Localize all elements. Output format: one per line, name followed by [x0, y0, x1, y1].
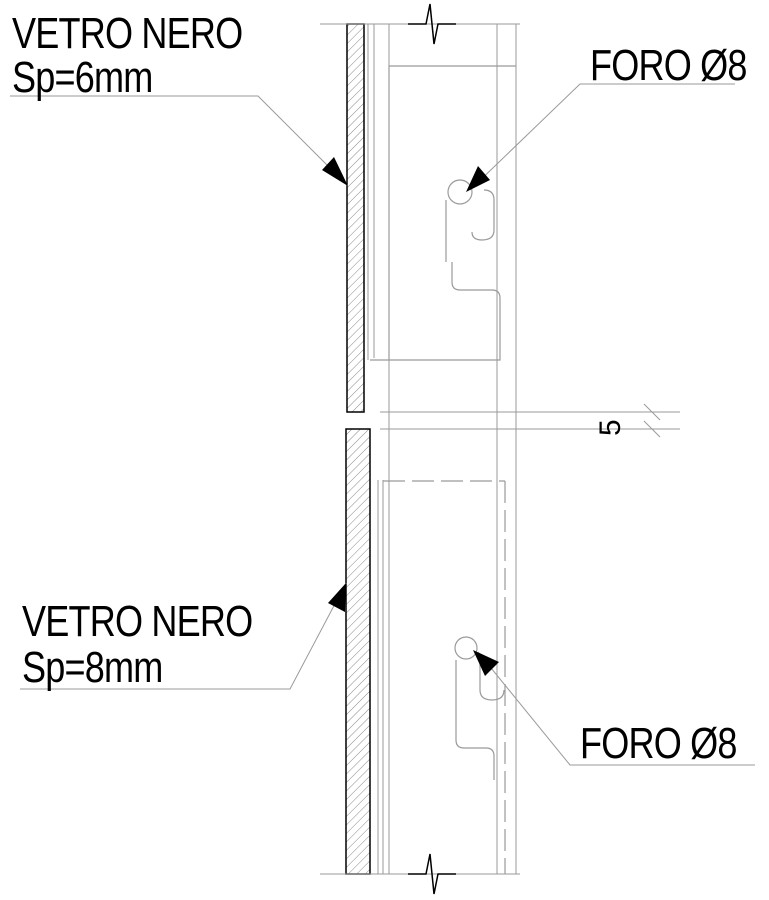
- leader-glass-bottom: [20, 582, 347, 690]
- glass-bottom-thickness-label: Sp=8mm: [22, 643, 163, 692]
- leader-hole-top: [466, 83, 735, 192]
- gap-dimension-lines: [380, 403, 680, 438]
- glass-top-name-label: VETRO NERO: [12, 9, 243, 58]
- leader-glass-top: [10, 95, 349, 187]
- glass-panel-bottom: [345, 428, 371, 875]
- profile-lines: [320, 23, 520, 875]
- hole-top-label: FORO Ø8: [590, 41, 747, 90]
- glass-bottom-name-label: VETRO NERO: [22, 597, 253, 646]
- break-lines: [408, 3, 456, 895]
- leader-hole-bottom: [473, 650, 755, 766]
- gap-dimension-label: 5: [594, 419, 627, 436]
- glass-panel-top: [346, 23, 365, 413]
- bracket-bottom: [383, 480, 506, 874]
- hole-bottom-label: FORO Ø8: [580, 719, 737, 768]
- glass-top-thickness-label: Sp=6mm: [12, 53, 153, 102]
- slot-bottom: [454, 636, 505, 780]
- bracket-top: [370, 65, 516, 361]
